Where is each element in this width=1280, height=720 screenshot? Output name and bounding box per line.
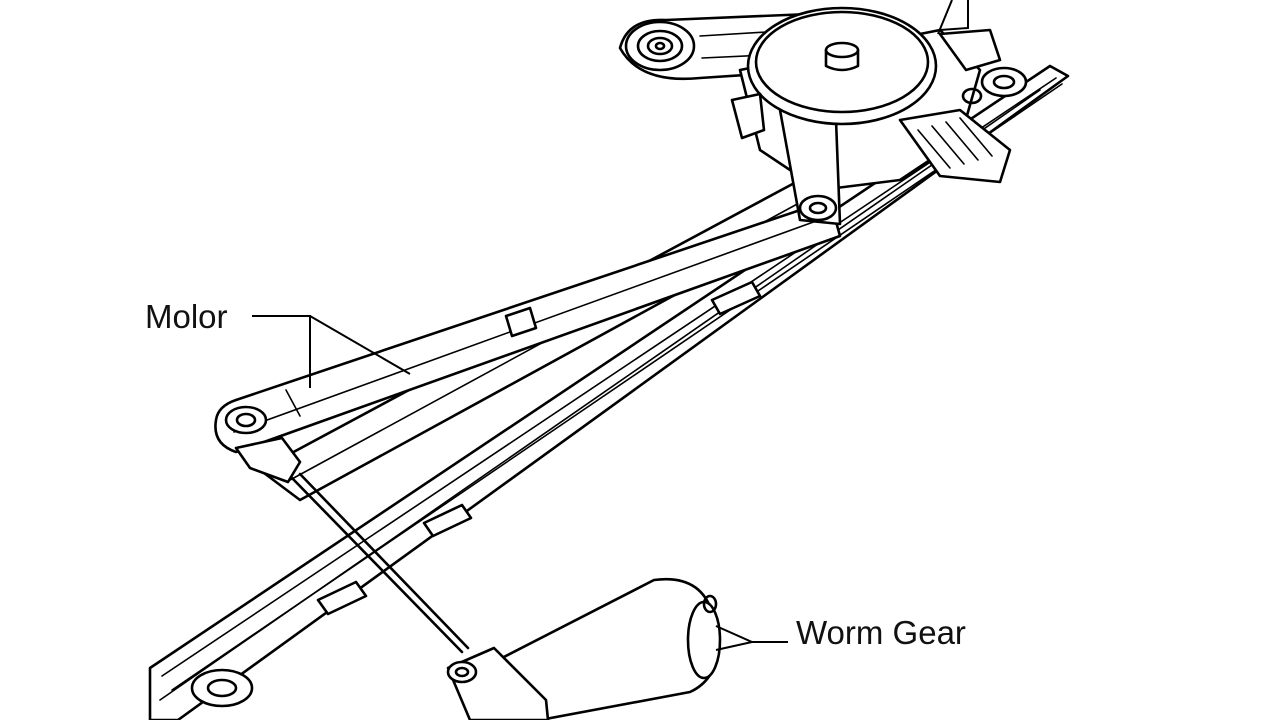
label-worm-gear: Worm Gear — [796, 614, 966, 651]
rail-slot — [710, 280, 762, 316]
post-hole — [798, 194, 838, 222]
motor-assembly — [446, 577, 722, 720]
arm-tab — [504, 306, 538, 338]
gear-housing — [618, 6, 1012, 226]
rail-mount-hole — [980, 66, 1028, 98]
label-molor: Molor — [145, 298, 228, 335]
arm-pivot-hole — [224, 405, 268, 435]
leader-lines — [252, 0, 969, 651]
top-leader — [939, 0, 969, 31]
arm-slider-block — [234, 436, 302, 484]
rail-slot — [316, 580, 368, 616]
worm-gear-leader — [715, 625, 788, 643]
housing-clip — [730, 92, 766, 140]
connector — [898, 108, 1012, 184]
motor-end-cap — [686, 600, 722, 680]
rail-mount-hole — [190, 668, 254, 708]
drive-cable — [290, 472, 470, 654]
rail-slot — [422, 503, 473, 538]
housing-tab — [938, 28, 1002, 72]
spiral-spring-icon — [624, 20, 696, 72]
